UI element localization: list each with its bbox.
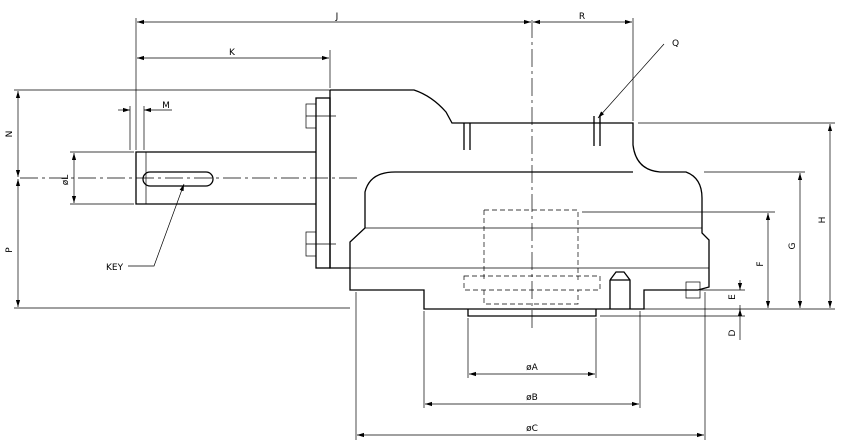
motor-flange — [315, 97, 331, 269]
label-l: øL — [61, 175, 71, 186]
label-q: Q — [672, 39, 679, 49]
label-e: E — [728, 294, 738, 300]
keyway — [142, 171, 214, 187]
label-g: G — [788, 242, 798, 249]
label-j: J — [335, 12, 339, 22]
label-h: H — [818, 217, 828, 224]
center-lines — [20, 20, 533, 330]
label-a: øA — [526, 363, 539, 373]
label-n: N — [5, 131, 15, 138]
label-m: M — [162, 101, 170, 111]
label-key: KEY — [106, 263, 124, 273]
label-k: K — [229, 48, 236, 58]
label-r: R — [579, 12, 585, 22]
label-d: D — [728, 329, 738, 336]
label-p: P — [5, 247, 15, 253]
label-f: F — [756, 261, 766, 266]
gearbox-outline — [135, 89, 710, 317]
label-c: øC — [526, 424, 538, 434]
dimension-lines — [15, 19, 833, 438]
extension-lines — [14, 18, 835, 440]
dimension-labels: J R K Q M N øL P KEY H G F E D øA øB øC — [5, 12, 828, 434]
label-b: øB — [526, 393, 538, 403]
